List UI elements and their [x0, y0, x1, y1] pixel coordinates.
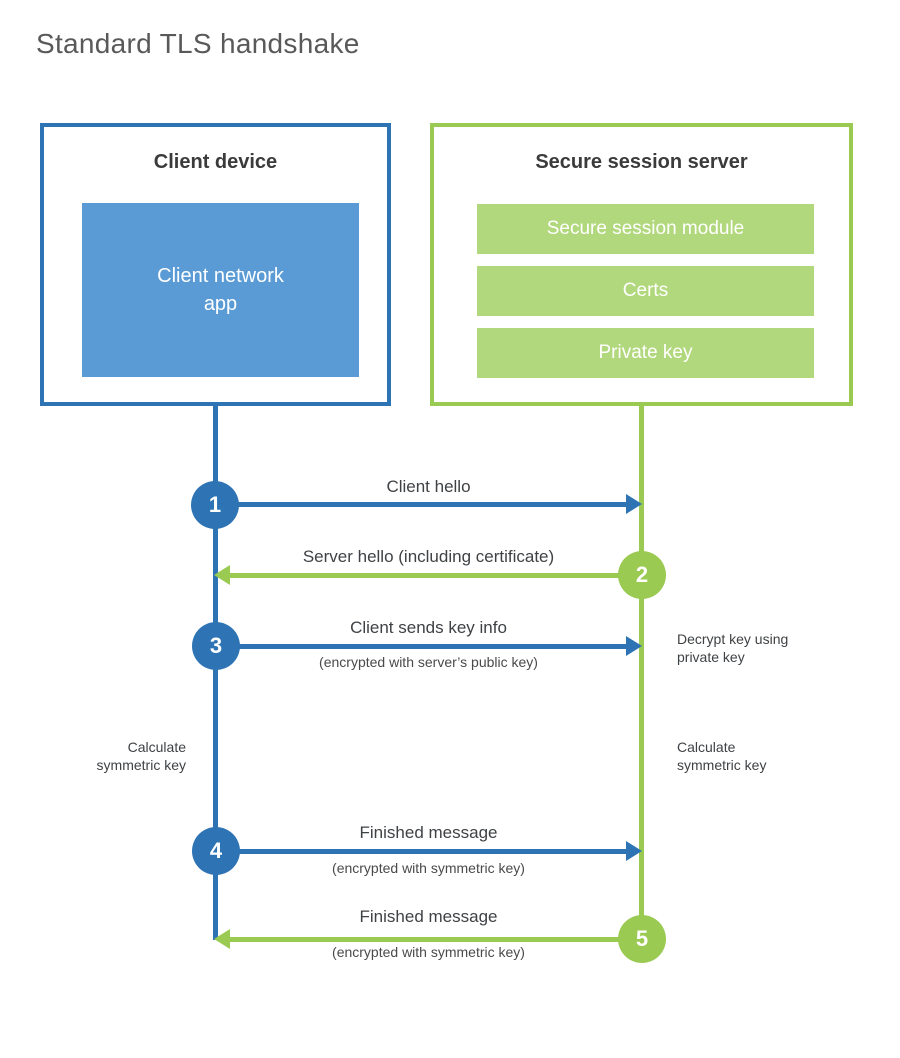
step-circle: 1	[191, 481, 239, 529]
note-calculate-symmetric-key-left: Calculate symmetric key	[96, 739, 186, 773]
client-lifeline	[213, 405, 218, 940]
client-device-title: Client device	[153, 151, 278, 173]
arrowhead-right-icon	[626, 841, 642, 861]
message-sublabel: (encrypted with server’s public key)	[319, 654, 538, 670]
server-module-bar: Secure session module	[477, 204, 814, 254]
message-sublabel: (encrypted with symmetric key)	[332, 860, 525, 876]
message-label: Server hello (including certificate)	[302, 547, 555, 566]
message-sublabel: (encrypted with symmetric key)	[332, 944, 525, 960]
message-arrow	[216, 644, 628, 649]
arrowhead-left-icon	[214, 929, 230, 949]
step-circle: 3	[192, 622, 240, 670]
message-arrow	[230, 937, 639, 942]
step-number: 3	[209, 633, 223, 658]
arrowhead-left-icon	[214, 565, 230, 585]
server-module-label: Certs	[622, 280, 669, 301]
server-module-bar: Certs	[477, 266, 814, 316]
server-module-label: Secure session module	[546, 218, 745, 239]
secure-session-server-title: Secure session server	[535, 151, 748, 173]
message-label: Client hello	[386, 477, 471, 496]
client-network-app-box: Client network app	[82, 203, 359, 377]
server-module-bar: Private key	[477, 328, 814, 378]
message-label: Client sends key info	[350, 618, 507, 637]
step-number: 4	[209, 838, 223, 863]
note-decrypt-key: Decrypt key using private key	[677, 631, 789, 665]
step-circle: 2	[618, 551, 666, 599]
step-circle: 5	[618, 915, 666, 963]
client-network-app-label: Client network app	[157, 265, 284, 315]
message-label: Finished message	[359, 907, 498, 926]
step-circle: 4	[192, 827, 240, 875]
message-label: Finished message	[359, 823, 498, 842]
step-number: 2	[635, 562, 649, 587]
server-module-label: Private key	[598, 342, 693, 363]
diagram-title: Standard TLS handshake	[36, 28, 360, 59]
secure-session-server-box: Secure session server Secure session mod…	[430, 123, 853, 406]
step-number: 5	[635, 926, 649, 951]
message-arrow	[216, 849, 628, 854]
arrowhead-right-icon	[626, 494, 642, 514]
message-arrow	[230, 573, 639, 578]
arrowhead-right-icon	[626, 636, 642, 656]
client-device-box: Client device Client network app	[40, 123, 391, 406]
note-calculate-symmetric-key-right: Calculate symmetric key	[677, 739, 767, 773]
server-lifeline	[639, 405, 644, 945]
step-number: 1	[208, 492, 222, 517]
message-arrow	[215, 502, 628, 507]
